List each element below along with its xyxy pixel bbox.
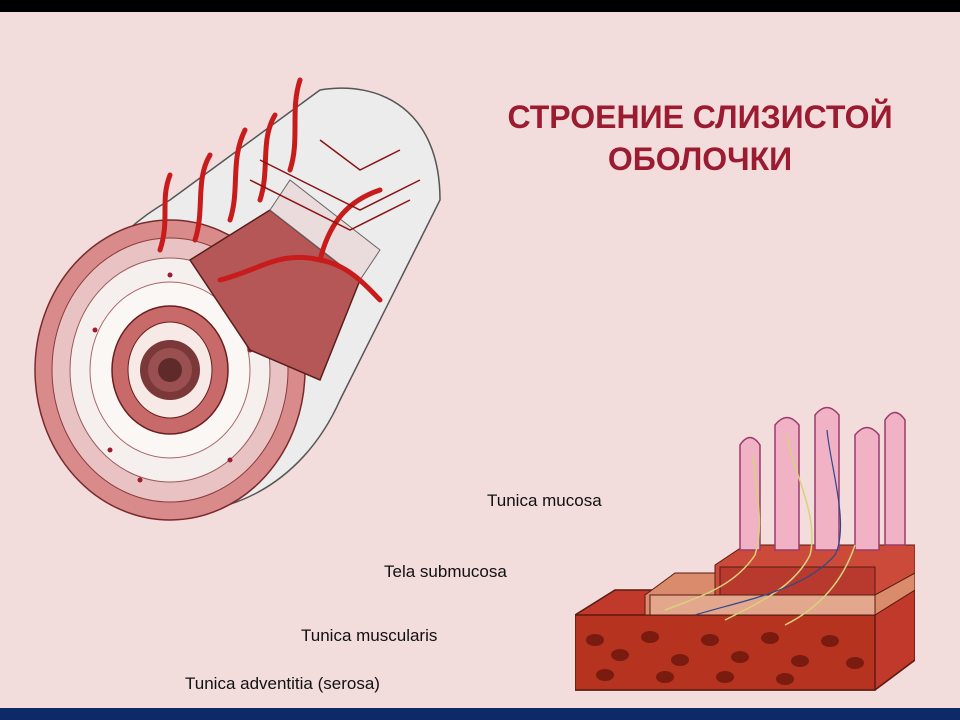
intestine-cross-section-illustration — [20, 50, 500, 570]
slide-bottom-bar — [0, 708, 960, 720]
title-line-2: ОБОЛОЧКИ — [480, 138, 920, 180]
label-tunica-mucosa: Tunica mucosa — [487, 491, 602, 511]
intestinal-wall-layers-illustration — [575, 405, 915, 705]
title-line-1: СТРОЕНИЕ СЛИЗИСТОЙ — [480, 96, 920, 138]
label-tunica-adventitia: Tunica adventitia (serosa) — [185, 674, 380, 694]
label-tela-submucosa: Tela submucosa — [384, 562, 507, 582]
slide-title: СТРОЕНИЕ СЛИЗИСТОЙ ОБОЛОЧКИ — [480, 96, 920, 180]
label-tunica-muscularis: Tunica muscularis — [301, 626, 437, 646]
